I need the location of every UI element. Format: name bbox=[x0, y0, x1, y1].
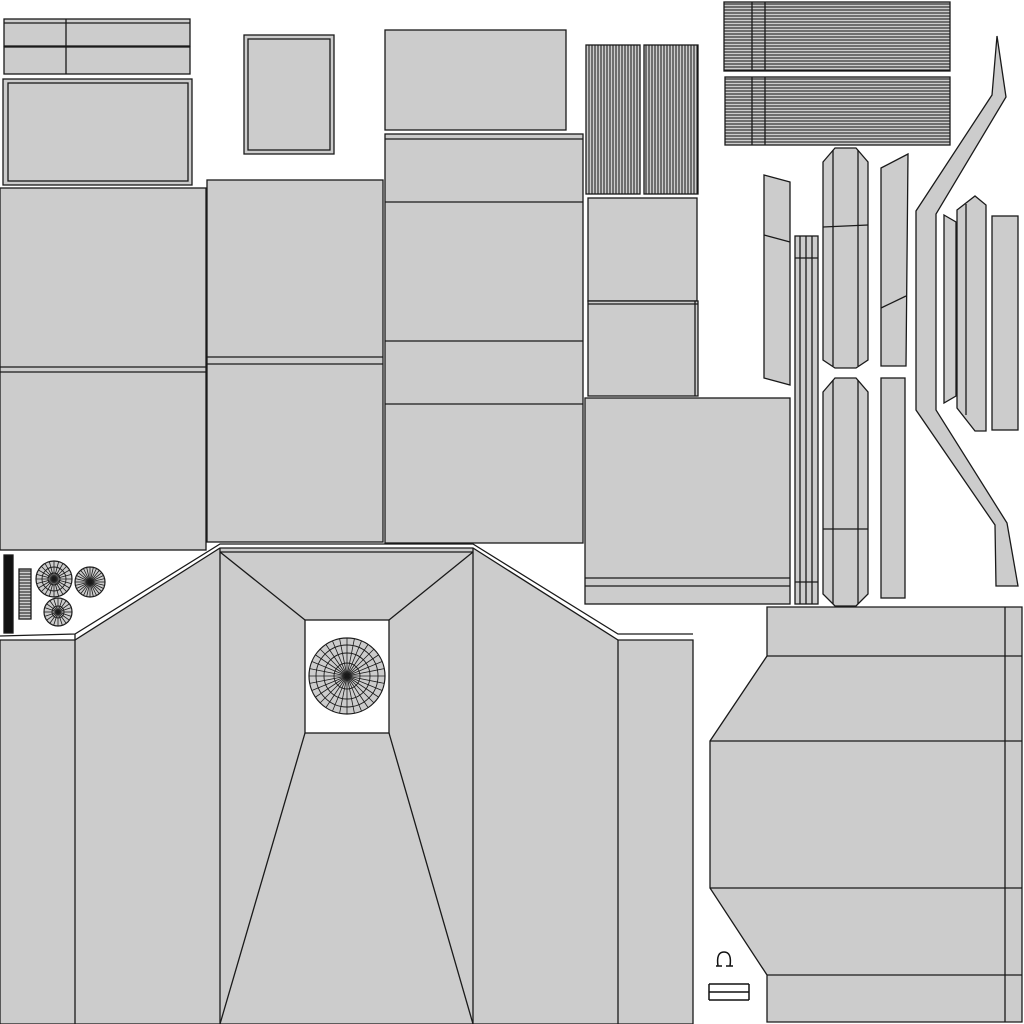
uv-island-top-left-box bbox=[2, 78, 193, 186]
uv-island-small-details bbox=[3, 554, 32, 634]
uv-island-top-card bbox=[243, 34, 335, 155]
uv-disc-small-2 bbox=[74, 566, 106, 598]
uv-island-third-block bbox=[384, 133, 584, 544]
uv-island-vertical-strips bbox=[585, 44, 699, 195]
uv-disc-large bbox=[308, 637, 386, 715]
uv-island-left-large-block bbox=[0, 187, 207, 551]
uv-island-radial-discs bbox=[35, 560, 386, 715]
uv-disc-small-1 bbox=[35, 560, 73, 598]
uv-island-bottom-right-shape bbox=[709, 606, 1023, 1023]
uv-island-small-boxes bbox=[587, 197, 699, 397]
uv-island-top-middle-panel bbox=[384, 29, 567, 131]
uv-island-bottom-unfold bbox=[0, 543, 694, 1024]
uv-island-right-thin-strips bbox=[763, 147, 909, 607]
uv-island-right-bracket bbox=[915, 35, 1019, 587]
uv-island-tiny-clips bbox=[708, 951, 750, 1001]
uv-island-horizontal-strips bbox=[723, 1, 951, 146]
uv-disc-small-3 bbox=[43, 597, 73, 627]
uv-island-mid-right-panel bbox=[584, 397, 791, 605]
uv-island-second-block bbox=[206, 179, 384, 543]
uv-island-top-left-strip bbox=[3, 18, 191, 75]
